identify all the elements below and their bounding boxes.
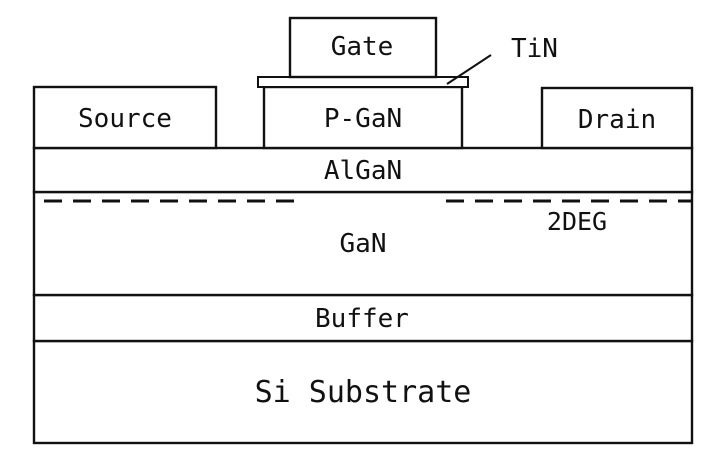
algan-label: AlGaN: [324, 156, 402, 186]
gate-label: Gate: [331, 32, 394, 62]
tin-layer: [257, 76, 469, 88]
buffer-layer: [32, 293, 694, 343]
source-contact: [32, 85, 218, 150]
buffer-label: Buffer: [315, 304, 409, 334]
2deg-label: 2DEG: [547, 207, 607, 236]
tin-label: TiN: [511, 34, 558, 64]
drain-contact: [540, 86, 694, 150]
p-gan-layer: [262, 85, 464, 150]
source-label: Source: [78, 104, 172, 134]
si-substrate-label: Si Substrate: [255, 375, 472, 410]
si-substrate-layer: [32, 339, 694, 445]
p-gan-label: P-GaN: [324, 104, 402, 134]
tin-leader-line: [446, 54, 492, 85]
drain-label: Drain: [578, 105, 656, 135]
algan-layer: [32, 146, 694, 194]
gate-contact: [288, 16, 438, 79]
gan-label: GaN: [340, 229, 387, 259]
